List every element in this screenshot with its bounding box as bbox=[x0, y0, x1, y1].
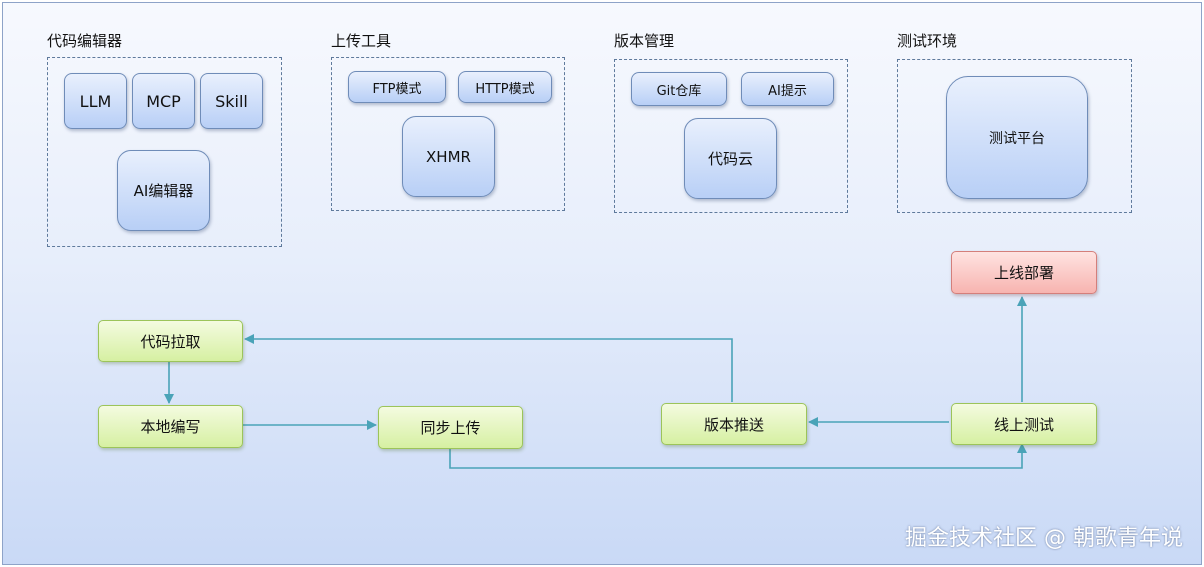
tool-git-repo: Git仓库 bbox=[631, 72, 727, 106]
step-deploy: 上线部署 bbox=[951, 251, 1097, 294]
xhmr-node: XHMR bbox=[402, 116, 495, 197]
tool-http-mode: HTTP模式 bbox=[458, 71, 552, 103]
ai-editor-node: AI编辑器 bbox=[117, 150, 210, 231]
tool-skill: Skill bbox=[200, 73, 263, 129]
group-title-test: 测试环境 bbox=[897, 32, 958, 50]
group-title-upload: 上传工具 bbox=[331, 32, 392, 50]
step-local-write: 本地编写 bbox=[98, 405, 243, 448]
tool-llm: LLM bbox=[64, 73, 127, 129]
test-platform-node: 测试平台 bbox=[946, 76, 1088, 199]
tool-ftp-mode: FTP模式 bbox=[348, 71, 446, 103]
tool-mcp: MCP bbox=[132, 73, 195, 129]
group-box-upload bbox=[331, 57, 565, 211]
group-box-editor bbox=[47, 57, 282, 247]
watermark: 掘金技术社区 @ 朝歌青年说 bbox=[905, 526, 1183, 551]
flow-arrows bbox=[164, 296, 1027, 469]
step-version-push: 版本推送 bbox=[661, 403, 807, 445]
step-sync-upload: 同步上传 bbox=[378, 406, 523, 449]
step-online-test: 线上测试 bbox=[951, 403, 1097, 445]
arrow-sync-to-test bbox=[449, 443, 1027, 469]
code-cloud-node: 代码云 bbox=[684, 118, 777, 199]
group-title-version: 版本管理 bbox=[614, 32, 675, 50]
step-code-pull: 代码拉取 bbox=[98, 320, 243, 362]
tool-ai-hint: AI提示 bbox=[741, 72, 834, 106]
group-box-version bbox=[614, 59, 848, 213]
group-title-editor: 代码编辑器 bbox=[47, 32, 123, 50]
arrow-push-to-pull bbox=[244, 334, 733, 402]
group-box-test bbox=[897, 59, 1132, 213]
